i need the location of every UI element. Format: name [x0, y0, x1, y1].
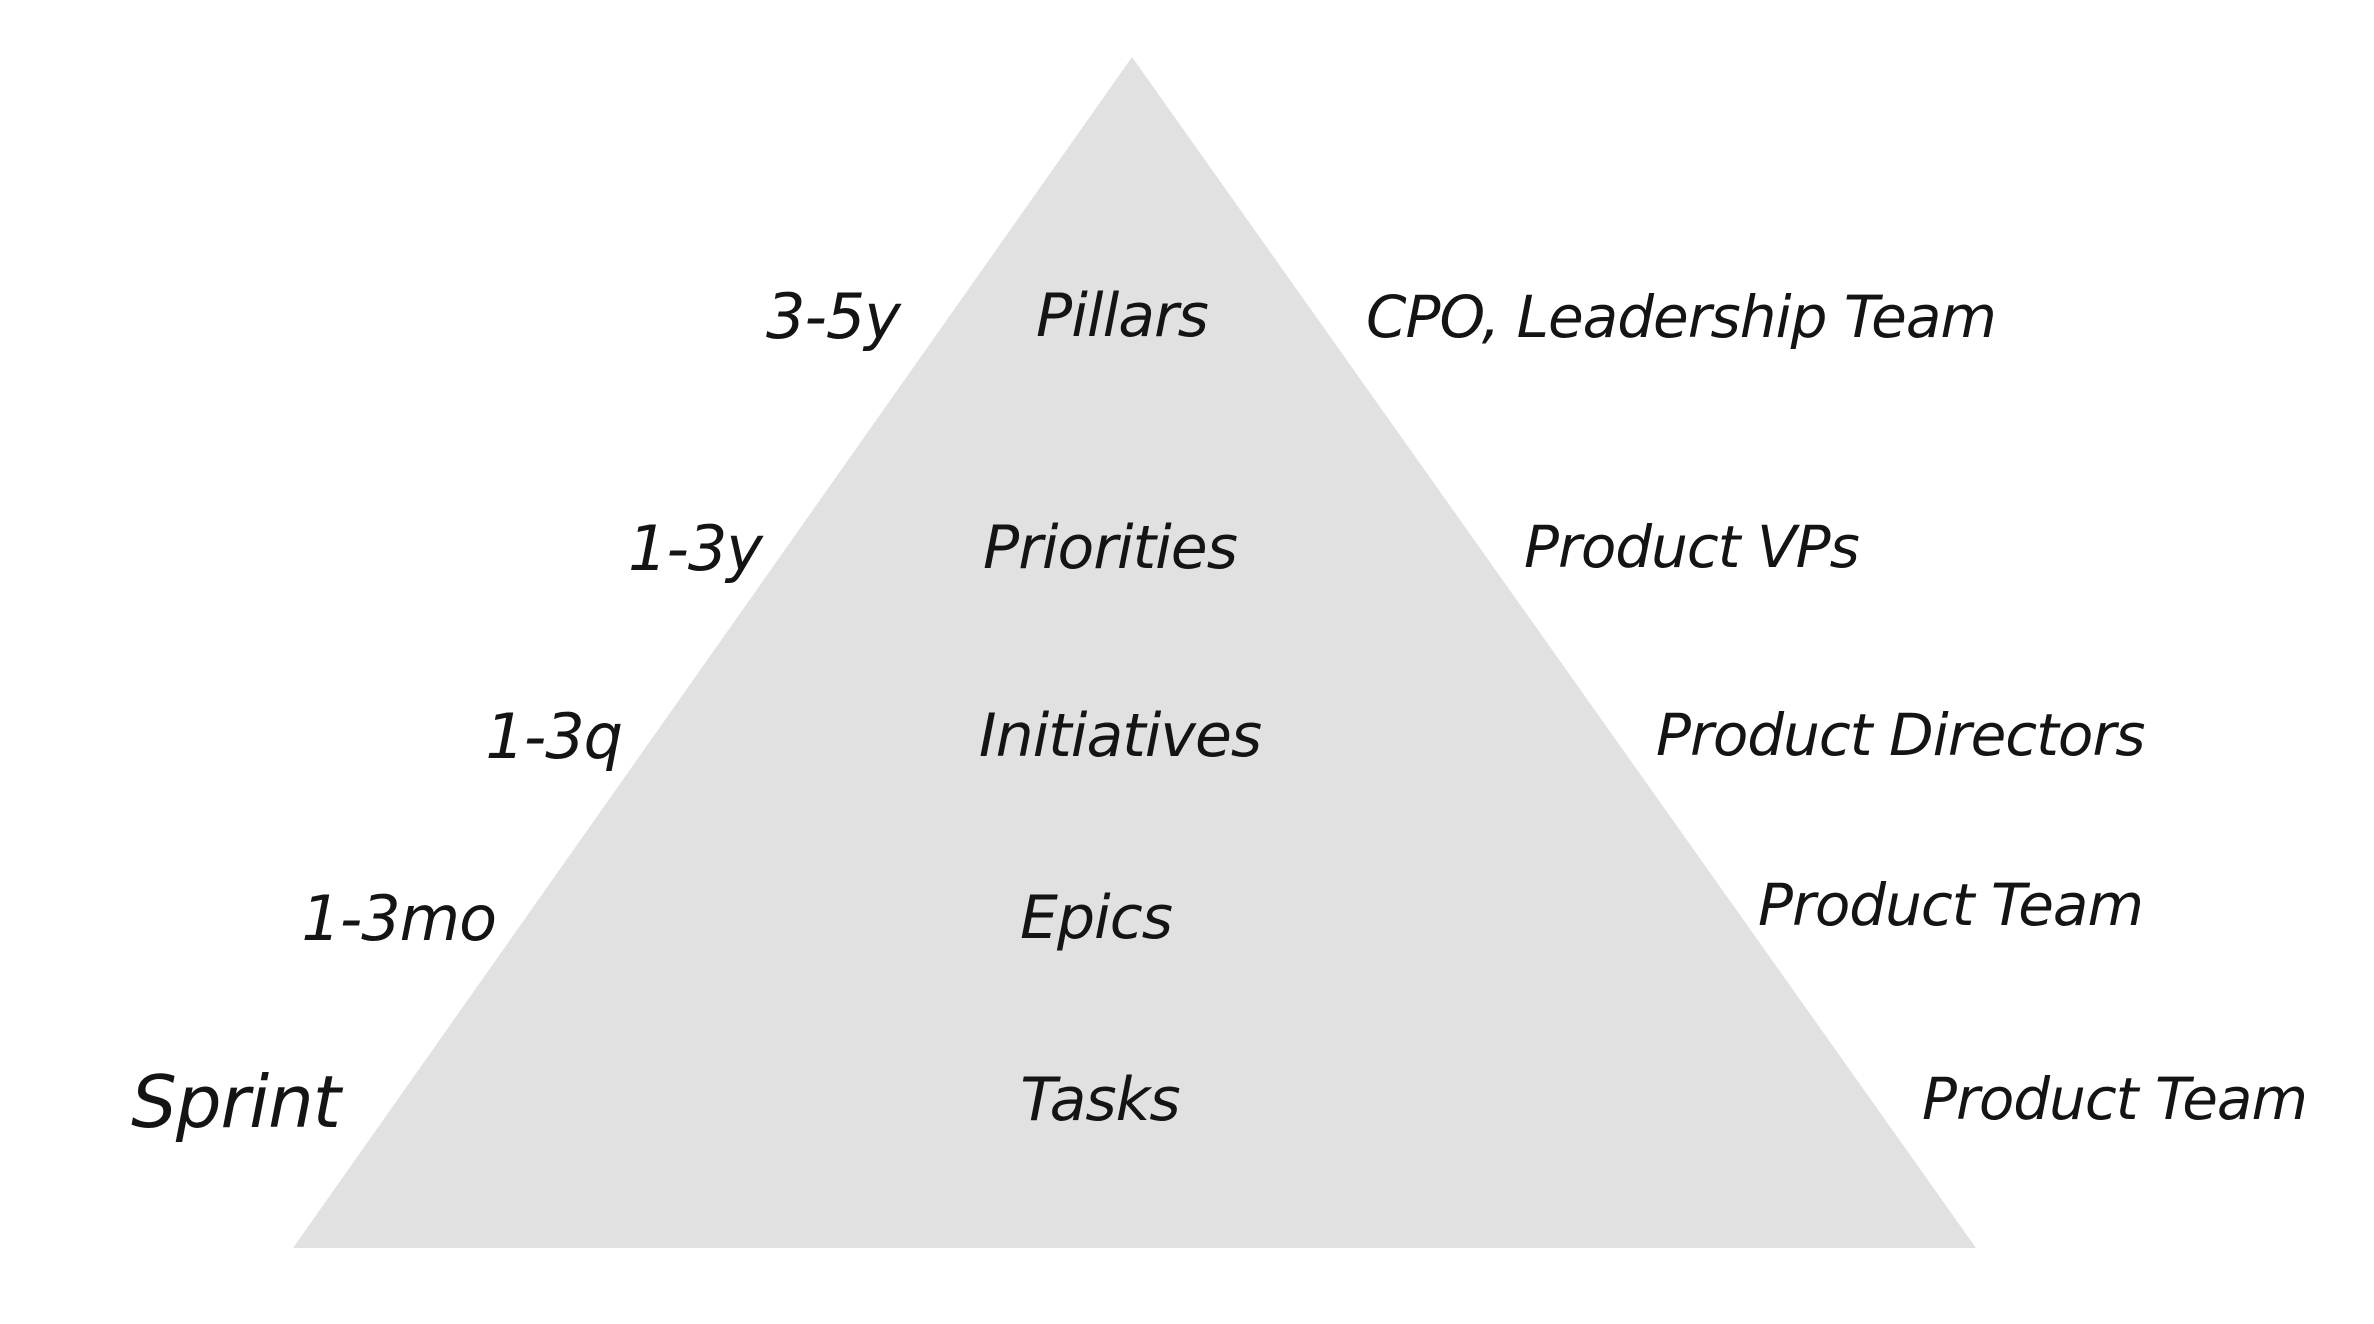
owner-label-pillars: CPO, Leadership Team: [1366, 283, 1997, 351]
level-label-pillars: Pillars: [1036, 281, 1209, 351]
owner-label-priorities: Product VPs: [1524, 513, 1860, 581]
timeframe-label-priorities: 1-3y: [628, 512, 763, 585]
timeframe-label-initiatives: 1-3q: [485, 700, 623, 773]
owner-label-epics: Product Team: [1758, 871, 2144, 939]
level-label-priorities: Priorities: [983, 513, 1238, 583]
level-label-epics: Epics: [1020, 883, 1173, 953]
pyramid-shape: [293, 57, 1976, 1248]
timeframe-label-epics: 1-3mo: [301, 882, 497, 955]
owner-label-tasks: Product Team: [1922, 1065, 2308, 1133]
level-label-tasks: Tasks: [1020, 1065, 1180, 1135]
timeframe-label-pillars: 3-5y: [766, 280, 901, 353]
timeframe-label-tasks: Sprint: [131, 1060, 341, 1144]
level-label-initiatives: Initiatives: [978, 701, 1262, 771]
owner-label-initiatives: Product Directors: [1656, 701, 2145, 769]
